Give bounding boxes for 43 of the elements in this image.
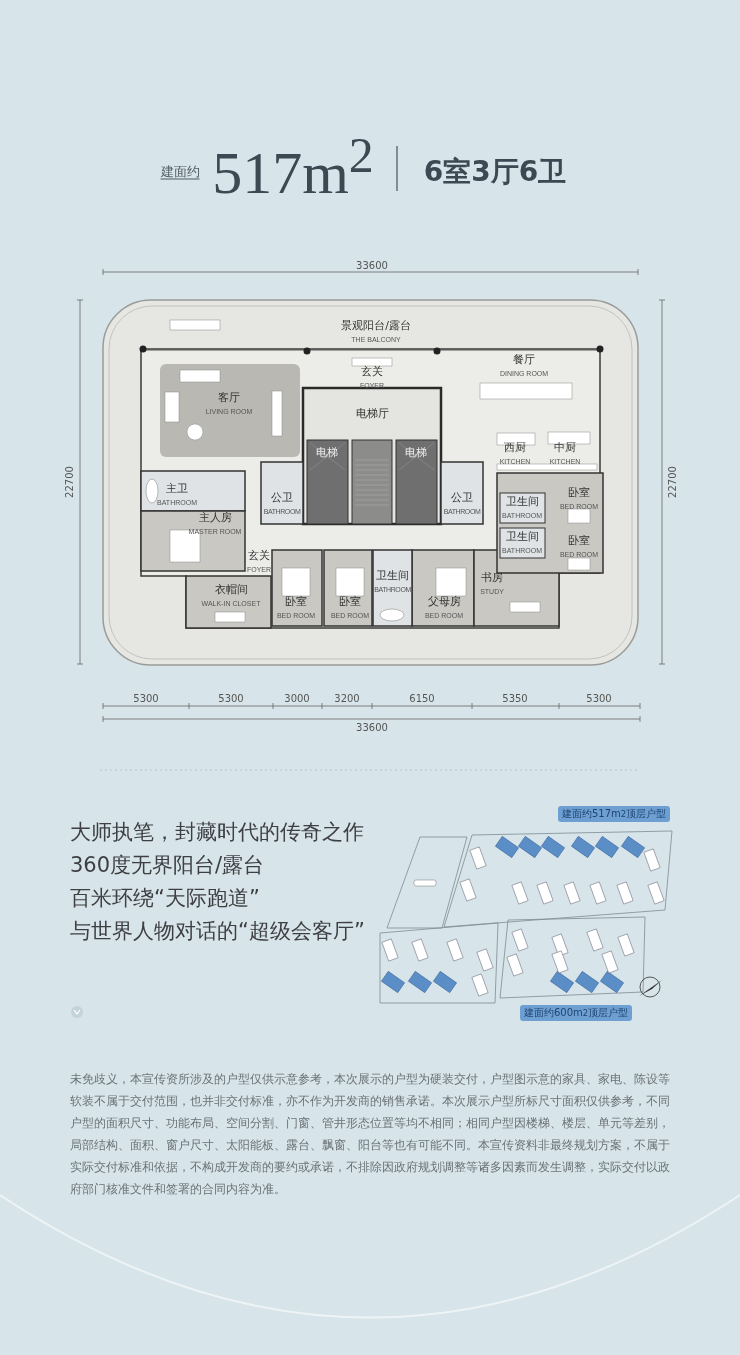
room-label: 公卫 <box>451 491 473 503</box>
room-label: 父母房 <box>427 595 461 607</box>
room-count: 6室3厅6卫 <box>423 158 567 186</box>
room-label: 餐厅 <box>513 353 535 365</box>
dimension-label: 22700 <box>668 466 678 498</box>
room-label: 书房 <box>481 571 503 583</box>
dimension-label: 6150 <box>409 694 435 704</box>
slogan-text: 与世界人物对话的“超级会客厅” <box>70 921 365 942</box>
room-label: 卫生间 <box>376 569 409 581</box>
room-label: 主人房 <box>198 511 232 523</box>
room-label: 卧室 <box>568 486 590 498</box>
room-label: 景观阳台/露台 <box>341 319 411 331</box>
dimension-label: 5350 <box>502 694 528 704</box>
slogan-text: 百米环绕“天际跑道” <box>70 888 260 909</box>
room-label: 电梯厅 <box>355 407 389 419</box>
dimension-label: 33600 <box>356 261 388 271</box>
slogan-text: 大师执笔，封藏时代的传奇之作 <box>70 822 364 843</box>
room-label: 电梯 <box>405 446 427 458</box>
room-label: 玄关 <box>361 365 383 377</box>
room-label: 主卫 <box>166 482 188 494</box>
room-label: 玄关 <box>248 549 270 561</box>
room-label: 卧室 <box>339 595 361 607</box>
dimension-label: 5300 <box>586 694 612 704</box>
area-label: 建面约 <box>160 164 200 180</box>
room-label: 中厨 <box>554 441 576 453</box>
area-value: 517m$^{2}$ <box>212 129 374 203</box>
dimension-label: 5300 <box>218 694 244 704</box>
dimension-label: 22700 <box>65 466 75 498</box>
room-label: 卧室 <box>568 534 590 546</box>
dimension-label: 3200 <box>334 694 360 704</box>
disclaimer-text: 未免歧义，本宣传资所涉及的户型仅供示意参考，本次展示的户型为硬装交付，户型图示意的家具、家电、陈设等软装不属于交付范围，也并非交付标准，亦不作为开发商的销售承诺。本次展示户型所标尺寸面积仅供参考，不同户型的面积尺寸、功能布局、空间分割、门窗、管井形态位置等均不相同；相同户型因楼梯、楼层、单元等差别，局部结构、面积、窗户尺寸、太阳能板、露台、飘窗、阳台等也有可能不同。本宣传资料非最终规划方案，不属于实际交付标准和依据，不构成开发商的要约或承诺，不排除因政府规划调整等诸多因素而发生调整，实际交付以政府部门核准文件和签署的合同内容为准。 <box>70 1071 671 1198</box>
dimension-label: 33600 <box>356 723 388 733</box>
room-label: 西厨 <box>504 441 526 453</box>
room-label: 电梯 <box>316 446 338 458</box>
room-label: 衣帽间 <box>214 583 248 595</box>
room-label: 卫生间 <box>505 495 539 507</box>
room-label: 公卫 <box>271 491 293 503</box>
dimension-label: 5300 <box>133 694 159 704</box>
room-label: 卧室 <box>285 595 307 607</box>
dimension-label: 3000 <box>284 694 310 704</box>
room-label: 卫生间 <box>505 530 539 542</box>
room-label: 客厅 <box>218 391 240 403</box>
slogan-text: 360度无界阳台/露台 <box>70 855 265 876</box>
